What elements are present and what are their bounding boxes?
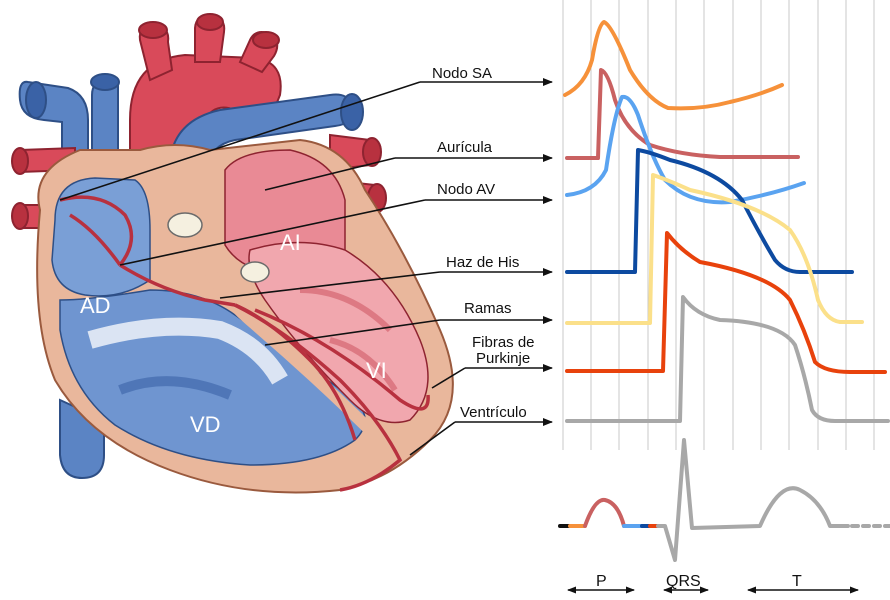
label-ra: AD — [80, 293, 111, 318]
label-la: AI — [280, 230, 301, 255]
trace-his-bundle — [567, 150, 852, 272]
right-atrium — [52, 178, 150, 296]
mitral-valve — [241, 262, 269, 282]
ecg-label-qrs: QRS — [666, 573, 701, 590]
vena-cava-opening — [26, 82, 46, 118]
label-lv: VI — [366, 358, 387, 383]
trace-ventricle — [567, 297, 888, 421]
action-potential-traces — [565, 22, 888, 421]
label-av-node: Nodo AV — [437, 181, 495, 198]
label-purkinje-1: Fibras de — [472, 334, 535, 351]
time-grid — [563, 0, 874, 450]
label-his-bundle: Haz de His — [446, 254, 519, 271]
label-rv: VD — [190, 412, 221, 437]
ecg-label-t: T — [792, 573, 802, 590]
heart-illustration: AD AI VD VI — [12, 14, 453, 493]
ecg-label-p: P — [596, 573, 607, 590]
label-sa-node: Nodo SA — [432, 65, 492, 82]
pulmonary-artery-opening — [341, 94, 363, 130]
ecg-trace — [560, 440, 890, 560]
label-ventricle: Ventrículo — [460, 404, 527, 421]
label-branches: Ramas — [464, 300, 512, 317]
trace-purkinje — [567, 233, 885, 372]
aortic-valve — [168, 213, 202, 237]
label-atrium: Aurícula — [437, 139, 493, 156]
trace-atrium — [567, 70, 798, 158]
label-purkinje-2: Purkinje — [476, 350, 530, 367]
trace-sa-node — [565, 22, 782, 108]
